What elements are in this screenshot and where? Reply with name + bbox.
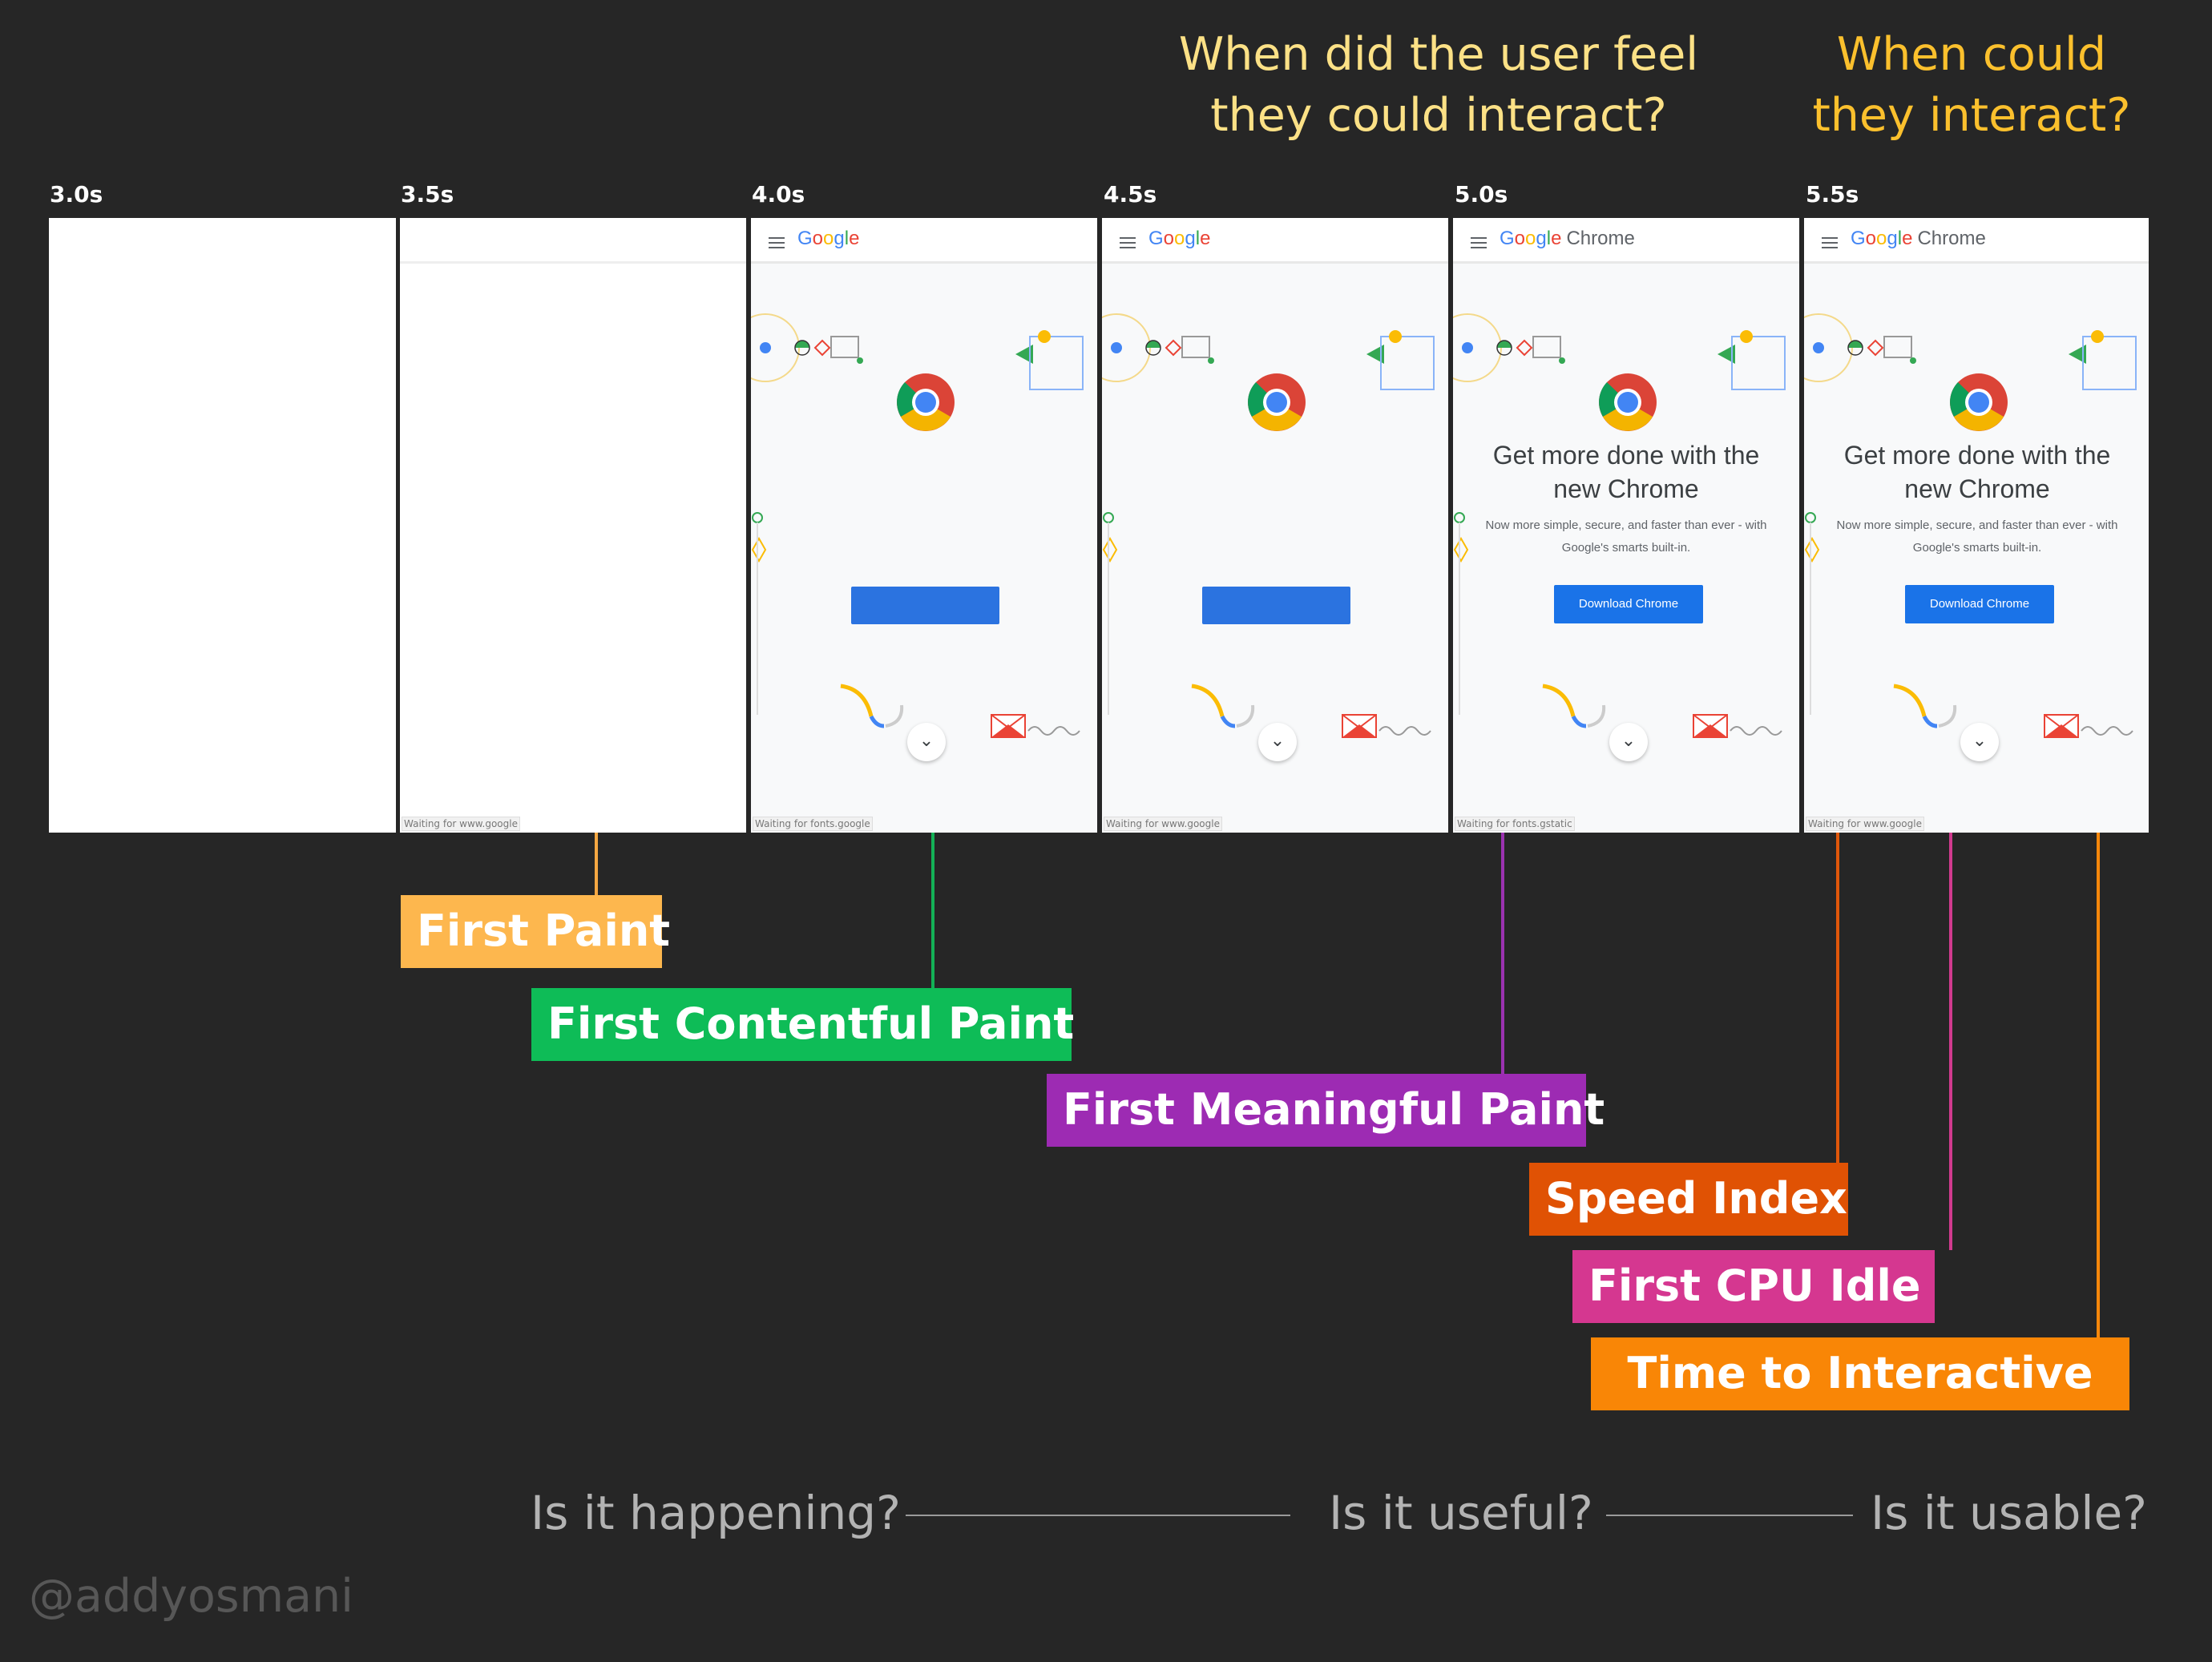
menu-icon [1822, 237, 1838, 248]
download-chrome-button[interactable]: Download Chrome [1905, 585, 2054, 623]
stage-happening: Is it happening? [531, 1486, 901, 1540]
envelope-icon [991, 714, 1080, 738]
page-subline: Now more simple, secure, and faster than… [1485, 518, 1767, 555]
first-paint-connector [595, 833, 598, 895]
loading-status: Waiting for fonts.google [753, 817, 873, 831]
chrome-logo-icon [1950, 373, 2008, 431]
google-logo: Google [1148, 228, 1211, 249]
location-pin-icon [1453, 512, 1469, 715]
metric-first-contentful-paint: First Contentful Paint [531, 988, 1074, 1061]
stage-divider [1606, 1515, 1853, 1516]
question-feel-interact: When did the user feel they could intera… [1178, 28, 1699, 142]
page-headline: Get more done with the new Chrome [1843, 441, 2111, 503]
page-header: Google [1102, 218, 1448, 264]
illustration [1804, 313, 2137, 738]
google-logo: Google [797, 228, 860, 249]
envelope-icon [1693, 714, 1782, 738]
stage-usable: Is it usable? [1871, 1486, 2147, 1540]
filmstrip-frame-blank [49, 218, 396, 833]
decor-shapes-icon [1102, 313, 1435, 390]
chrome-logo-icon [1599, 373, 1657, 431]
cpu-idle-connector [1949, 833, 1952, 1250]
page-subline: Now more simple, secure, and faster than… [1836, 518, 2118, 555]
time-label: 3.0s [50, 181, 103, 208]
chrome-logo-icon [897, 373, 955, 431]
chevron-down-icon[interactable]: ⌄ [1960, 723, 1999, 761]
filmstrip-frame-partial: Google [1102, 218, 1448, 833]
page-header [400, 218, 746, 264]
metric-first-meaningful-paint: First Meaningful Paint [1047, 1074, 1605, 1147]
fmp-connector [1501, 833, 1504, 1074]
loading-status: Waiting for fonts.gstatic [1455, 817, 1575, 831]
loading-status: Waiting for www.google [1806, 817, 1924, 831]
location-pin-icon [751, 512, 767, 715]
question-could-interact: When could they interact? [1812, 28, 2131, 142]
location-pin-icon [1102, 512, 1118, 715]
filmstrip-frame-partial: Google [751, 218, 1097, 833]
menu-icon [769, 237, 785, 248]
page-headline: Get more done with the new Chrome [1492, 441, 1760, 503]
decor-shapes-icon [1804, 313, 2137, 390]
metric-speed-index: Speed Index [1529, 1163, 1848, 1236]
envelope-icon [2044, 714, 2133, 738]
download-button-placeholder[interactable] [1202, 587, 1350, 624]
time-label: 3.5s [401, 181, 454, 208]
arc-decor-icon [1191, 684, 1255, 728]
illustration [1453, 313, 1786, 738]
decor-shapes-icon [1453, 313, 1786, 390]
loading-status: Waiting for www.google [1104, 817, 1222, 831]
product-name: Chrome [1566, 228, 1635, 249]
metric-first-paint: First Paint [401, 895, 670, 968]
menu-icon [1471, 237, 1487, 248]
illustration [1102, 313, 1435, 738]
chevron-down-icon[interactable]: ⌄ [907, 723, 946, 761]
time-label: 4.0s [752, 181, 805, 208]
envelope-icon [1342, 714, 1431, 738]
stage-divider [906, 1515, 1290, 1516]
fcp-connector [931, 833, 934, 988]
filmstrip-frame-blank: Waiting for www.google [400, 218, 746, 833]
arc-decor-icon [840, 684, 904, 728]
chrome-logo-icon [1248, 373, 1306, 431]
metric-time-to-interactive: Time to Interactive [1591, 1337, 2129, 1410]
decor-shapes-icon [751, 313, 1084, 390]
speed-index-connector [1836, 833, 1839, 1163]
chevron-down-icon[interactable]: ⌄ [1609, 723, 1648, 761]
time-label: 5.0s [1455, 181, 1508, 208]
time-label: 5.5s [1806, 181, 1859, 208]
metric-first-cpu-idle: First CPU Idle [1572, 1250, 1935, 1323]
chevron-down-icon[interactable]: ⌄ [1258, 723, 1297, 761]
arc-decor-icon [1893, 684, 1957, 728]
illustration [751, 313, 1084, 738]
download-button-placeholder[interactable] [851, 587, 999, 624]
page-header: Google [751, 218, 1097, 264]
product-name: Chrome [1917, 228, 1986, 249]
loading-status: Waiting for www.google [402, 817, 520, 831]
download-chrome-button[interactable]: Download Chrome [1554, 585, 1703, 623]
author-handle: @addyosmani [29, 1570, 354, 1623]
menu-icon [1120, 237, 1136, 248]
location-pin-icon [1804, 512, 1820, 715]
time-label: 4.5s [1104, 181, 1157, 208]
stage-useful: Is it useful? [1329, 1486, 1593, 1540]
tti-connector [2097, 833, 2100, 1337]
arc-decor-icon [1542, 684, 1606, 728]
